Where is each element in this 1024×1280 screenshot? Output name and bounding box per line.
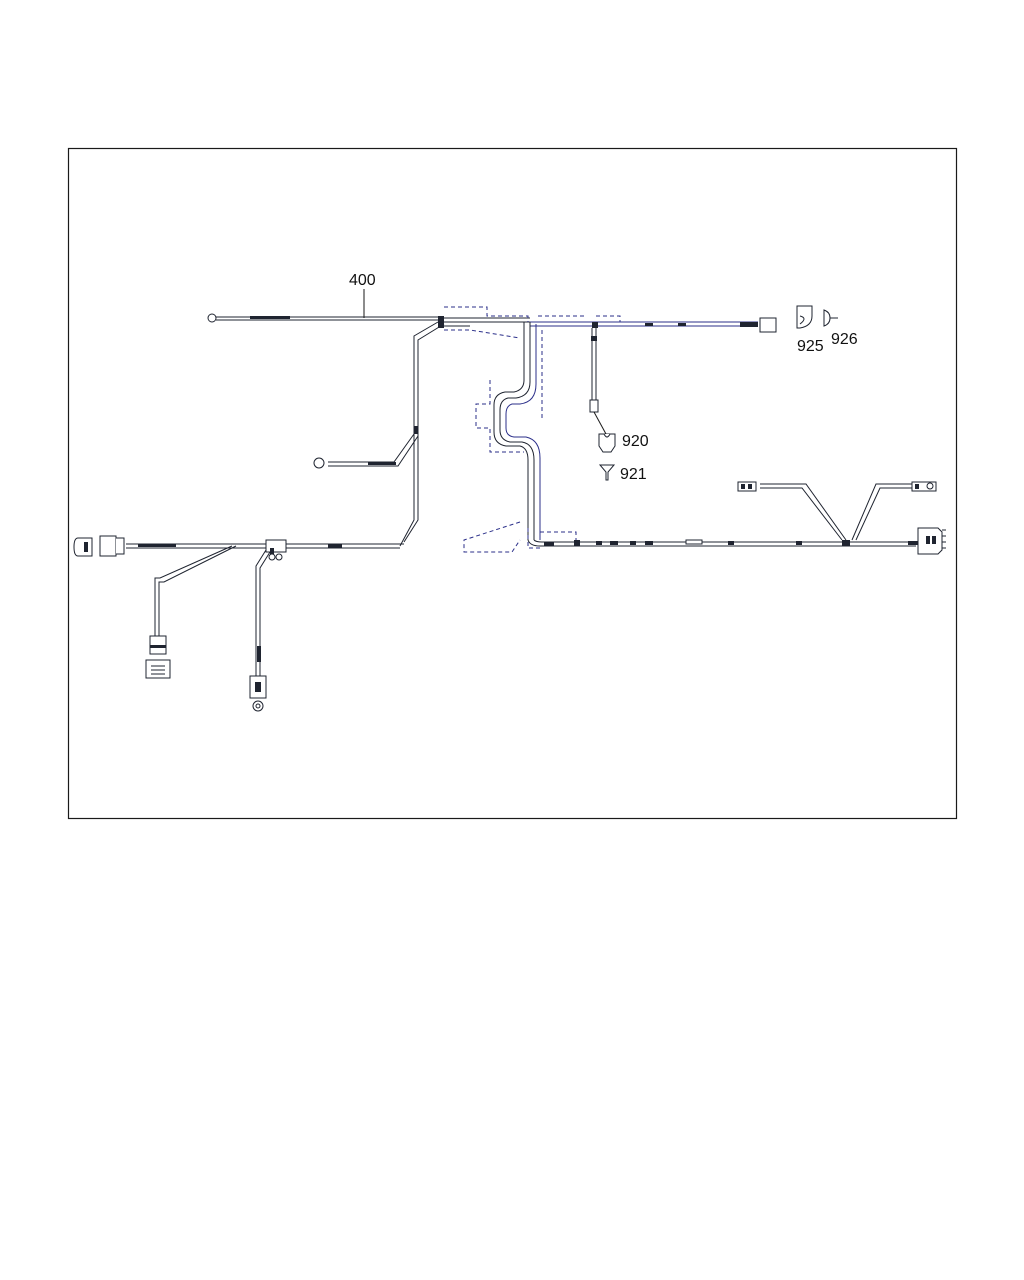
connector-branch-upper-right <box>911 481 937 492</box>
harness-left-run <box>73 535 404 712</box>
leader-920 <box>593 411 607 435</box>
callout-921: 921 <box>620 466 647 483</box>
ring-terminal-top-left <box>207 313 217 323</box>
callout-926: 926 <box>831 331 858 348</box>
connector-920 <box>598 433 616 453</box>
harness-junction-block <box>438 316 444 328</box>
connector-925-cap <box>796 305 813 329</box>
harness-s-run <box>463 322 543 553</box>
connector-branch-upper-left <box>737 481 757 492</box>
sensor-connector-920-plug <box>589 399 599 413</box>
ring-terminal-middle <box>313 457 325 469</box>
connector-left-end <box>99 535 117 557</box>
diagram-frame <box>67 147 958 820</box>
connector-left-end-cap <box>73 537 93 557</box>
main-harness-bottom-right <box>527 481 946 555</box>
harness-left-branch <box>313 321 445 547</box>
connector-lower-left-mate <box>145 659 171 679</box>
harness-clip-left <box>265 539 287 553</box>
callout-925: 925 <box>797 338 824 355</box>
seal-921 <box>598 464 616 481</box>
callout-leaders <box>363 289 607 435</box>
callout-400: 400 <box>349 272 376 289</box>
callout-920: 920 <box>622 433 649 450</box>
connector-925 <box>759 317 777 333</box>
part-920-group <box>598 433 616 481</box>
main-harness-top <box>207 305 838 413</box>
plug-926 <box>823 309 831 327</box>
